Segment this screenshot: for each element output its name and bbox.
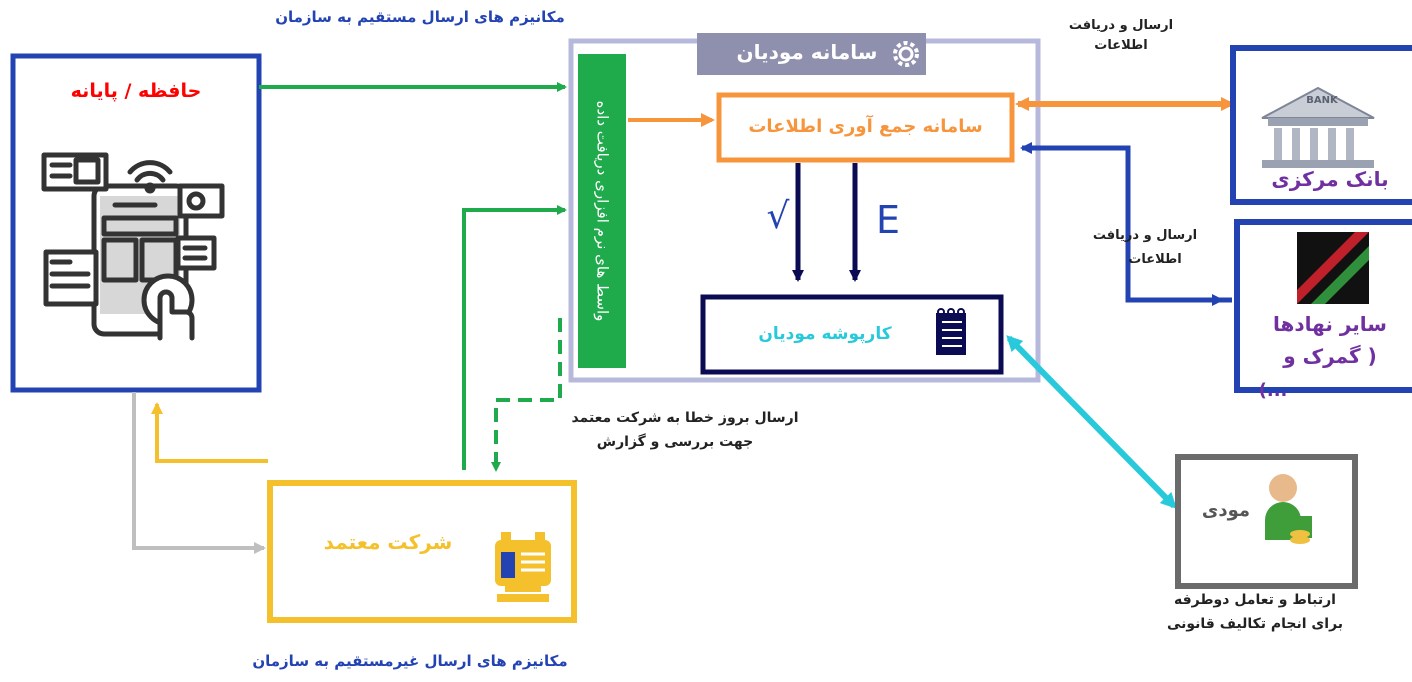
system-title: سامانه مودیان: [736, 40, 878, 64]
software-interfaces-label-wrap: واسط های نرم افزاری دریافت داده: [583, 60, 621, 362]
error-report-label-line2: جهت بررسی و گزارش: [596, 434, 754, 450]
bank-icon: BANK: [1261, 86, 1375, 168]
error-report-label-line1: ارسال بروز خطا به شرکت معتمد: [571, 410, 799, 426]
trusted-send-arrow: [462, 205, 567, 470]
mobile-terminal-icon: [41, 152, 225, 341]
entities-to-system-arrow: [1020, 142, 1232, 303]
memory-to-trusted-arrow: [132, 392, 266, 554]
taxpayer-folder-label: کارپوشه مودیان: [758, 324, 892, 344]
bank-exchange-label-line2: اطلاعات: [1094, 38, 1148, 53]
software-interfaces-label: واسط های نرم افزاری دریافت داده: [593, 100, 611, 322]
taxpayer-exchange-arrow: [1006, 335, 1177, 509]
other-entities-box: [1234, 219, 1412, 393]
terminal-device-icon: [495, 532, 551, 602]
other-entities-line1: سایر نهادها: [1273, 312, 1387, 336]
error-report-arrow: [491, 318, 562, 472]
other-entities-line2: ( گمرک و: [1283, 344, 1377, 368]
system-title-bar: [697, 33, 926, 75]
two-way-label-line2: برای انجام تکالیف قانونی: [1166, 616, 1344, 632]
direct-mechanisms-label: مکانیزم های ارسال مستقیم به سازمان: [275, 8, 565, 26]
trusted-to-memory-arrow: [151, 402, 268, 463]
indirect-mechanisms-label: مکانیزم های ارسال غیرمستقیم به سازمان: [252, 652, 568, 670]
check-mark: √: [766, 196, 790, 237]
error-mark: E: [875, 198, 900, 242]
gear-icon: [893, 41, 919, 67]
taxpayer-person-icon: [1265, 474, 1312, 544]
central-bank-label: بانک مرکزی: [1271, 167, 1389, 191]
notebook-icon: [936, 308, 966, 355]
software-interfaces-bar: [578, 54, 626, 368]
two-way-label-line1: ارتباط و تعامل دوطرفه: [1174, 592, 1336, 608]
customs-logo-icon: [1297, 232, 1369, 304]
bank-sign-text: BANK: [1306, 95, 1339, 106]
bank-exchange-label-line1: ارسال و دریافت: [1068, 18, 1174, 33]
other-entities-line3: ...): [1258, 380, 1288, 401]
memory-terminal-label: حافظه / پایانه: [70, 80, 202, 102]
taxpayer-label: مودی: [1201, 500, 1251, 521]
trusted-company-label: شرکت معتمد: [323, 530, 453, 554]
collection-system-box: [716, 92, 1015, 163]
collection-system-label: سامانه جمع آوری اطلاعات: [748, 116, 983, 137]
entities-exchange-label-line1: ارسال و دریافت: [1092, 228, 1198, 243]
entities-exchange-label-line2: اطلاعات: [1128, 252, 1182, 267]
